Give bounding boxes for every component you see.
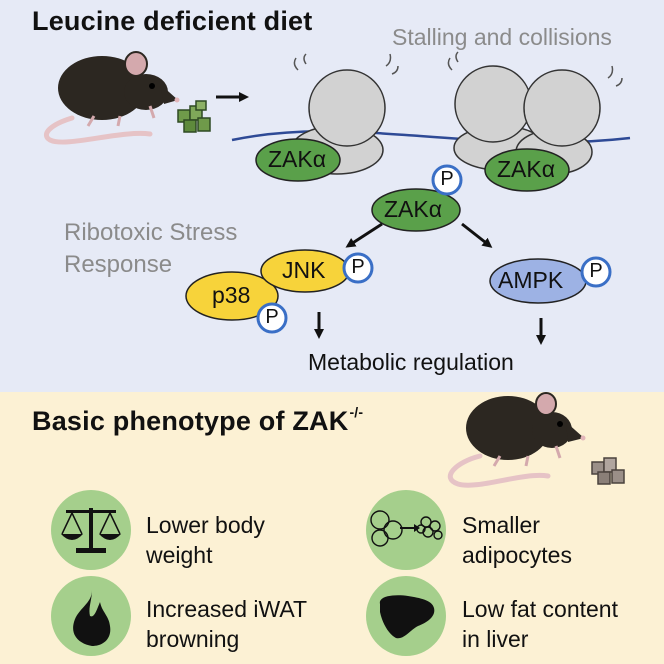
zak-bound-collided xyxy=(484,148,570,192)
p-label-zak: P xyxy=(440,168,454,190)
ampk-label: AMPK xyxy=(498,267,564,293)
zak-label-active: ZAKα xyxy=(384,196,443,222)
flame-icon-circle xyxy=(51,576,131,656)
phenotype-label-line1: Increased iWAT xyxy=(146,596,308,622)
phospho-jnk xyxy=(342,252,374,284)
p38-oval xyxy=(185,271,279,321)
phenotype-label-line2: adipocytes xyxy=(462,542,572,568)
phospho-p38 xyxy=(256,302,288,334)
adipocyte-icon xyxy=(370,510,443,547)
phospho-ampk xyxy=(580,256,612,288)
top-title: Leucine deficient diet xyxy=(32,6,313,36)
phenotype-label-line1: Lower body xyxy=(146,512,265,538)
liver-icon xyxy=(379,595,435,639)
rsr-line1: Ribotoxic Stress xyxy=(64,219,238,246)
p-label-jnk: P xyxy=(351,256,365,278)
zak-label-stalled: ZAKα xyxy=(268,146,327,172)
phenotype-label-line2: browning xyxy=(146,626,240,652)
metabolic-text: Metabolic regulation xyxy=(308,349,514,375)
arrow-to-jnk xyxy=(345,222,383,248)
green-pellets-icon xyxy=(177,100,211,133)
arrow-to-ampk xyxy=(461,222,493,248)
phenotype-iwat-browning: Increased iWAT browning xyxy=(146,594,307,654)
adipocyte-icon-circle xyxy=(366,490,446,570)
p38-label: p38 xyxy=(212,282,251,308)
phenotype-body-weight: Lower body weight xyxy=(146,510,265,570)
grey-pellets-icon xyxy=(591,457,625,485)
flame-icon xyxy=(73,590,111,646)
zak-label-collided: ZAKα xyxy=(497,156,556,182)
phospho-zak xyxy=(431,164,463,196)
phenotype-label-line2: weight xyxy=(146,542,213,568)
knockout-mouse-icon xyxy=(447,392,586,488)
phenotype-liver-fat: Low fat content in liver xyxy=(462,594,618,654)
p-label-ampk: P xyxy=(589,260,603,282)
zak-active xyxy=(371,188,461,232)
bottom-title: Basic phenotype of ZAK-/- xyxy=(32,404,364,437)
mouse-icon xyxy=(44,51,180,145)
phenotype-adipocytes: Smaller adipocytes xyxy=(462,510,572,570)
stalling-text: Stalling and collisions xyxy=(392,24,612,50)
rsr-line2: Response xyxy=(64,251,173,278)
phenotype-label-line1: Low fat content xyxy=(462,596,618,622)
bottom-title-sup: -/- xyxy=(349,404,364,420)
p-label-p38: P xyxy=(265,306,279,328)
bottom-title-main: Basic phenotype of ZAK xyxy=(32,406,349,436)
collided-ribosomes xyxy=(447,51,623,175)
phenotype-label-line1: Smaller xyxy=(462,512,540,538)
scale-icon xyxy=(61,508,121,553)
jnk-label: JNK xyxy=(282,257,326,283)
zak-bound-stalled xyxy=(255,138,341,182)
phenotype-label-line2: in liver xyxy=(462,626,529,652)
